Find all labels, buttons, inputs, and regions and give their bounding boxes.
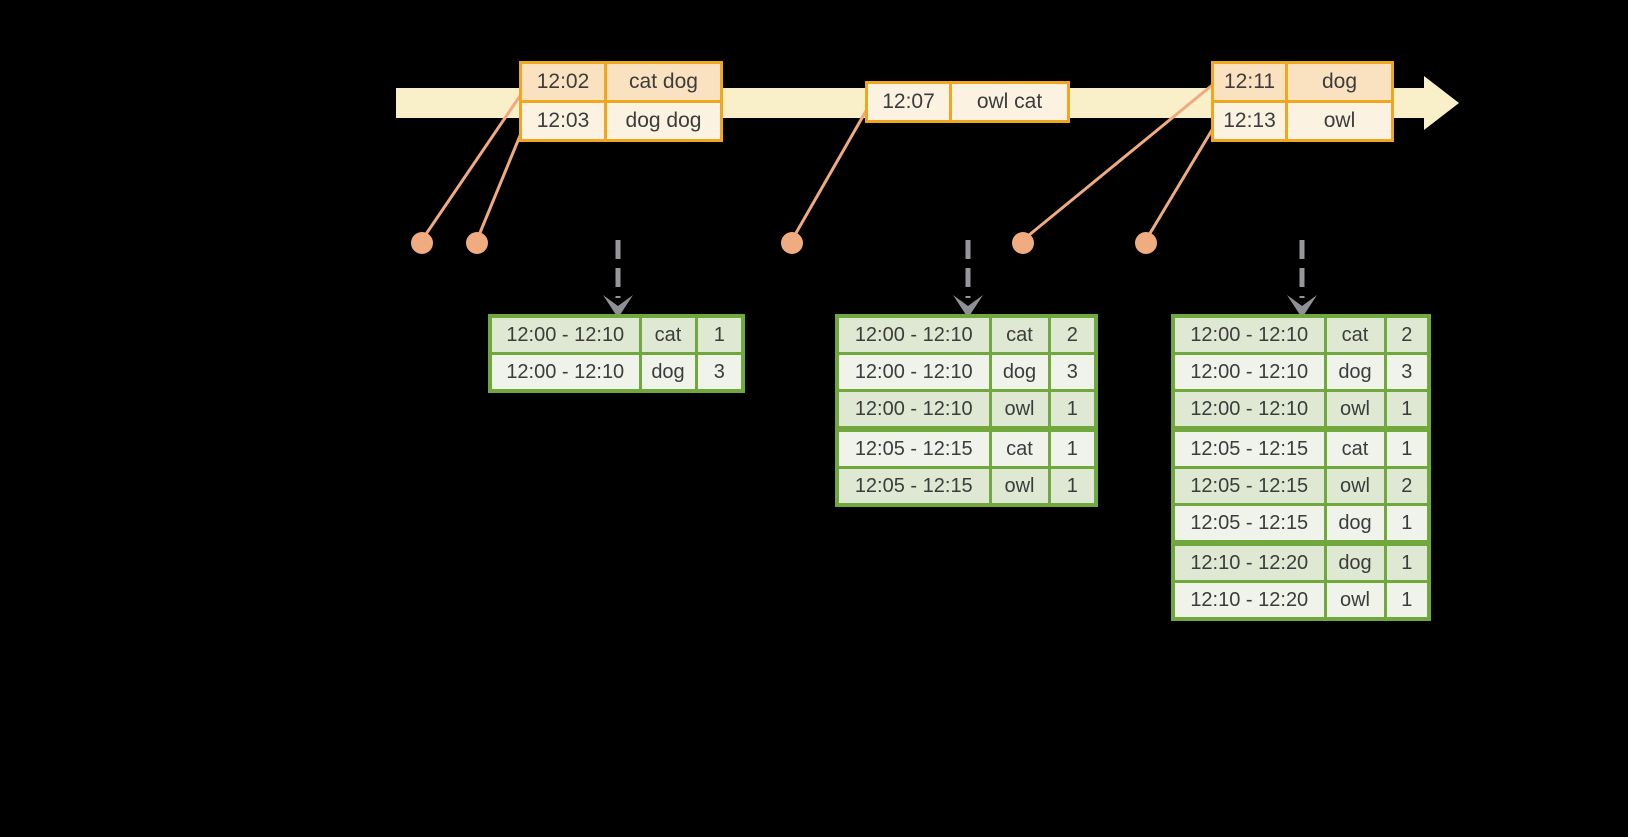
- timeline-arrowhead-icon: [1424, 76, 1459, 130]
- count-cell: 1: [1383, 580, 1431, 621]
- window-cell: 12:00 - 12:10: [1171, 352, 1327, 392]
- word-cell: owl: [1323, 389, 1387, 431]
- trigger-arrows: [603, 240, 1317, 318]
- time-cell: 12:02: [519, 61, 607, 103]
- time-cell: 12:07: [865, 81, 952, 123]
- words-cell: dog: [1285, 61, 1394, 103]
- time-cell: 12:11: [1211, 61, 1288, 103]
- time-cell: 12:03: [519, 100, 607, 142]
- count-cell: 3: [1383, 352, 1431, 392]
- event-dot: [466, 232, 488, 254]
- event-dots: [411, 232, 1157, 254]
- connector-lines: [420, 80, 1218, 242]
- window-cell: 12:00 - 12:10: [835, 314, 992, 355]
- count-cell: 3: [694, 352, 745, 393]
- event-dot: [411, 232, 433, 254]
- count-cell: 2: [1047, 314, 1098, 355]
- window-cell: 12:05 - 12:15: [1171, 426, 1327, 469]
- count-cell: 1: [694, 314, 745, 355]
- time-cell: 12:13: [1211, 100, 1288, 142]
- connector-line: [1144, 123, 1217, 242]
- word-cell: cat: [988, 314, 1051, 355]
- arrowhead-icon: [953, 295, 983, 318]
- window-cell: 12:00 - 12:10: [488, 314, 642, 355]
- window-cell: 12:00 - 12:10: [835, 352, 992, 392]
- word-cell: cat: [1323, 426, 1387, 469]
- count-cell: 2: [1383, 314, 1431, 355]
- count-cell: 1: [1047, 466, 1098, 507]
- word-cell: dog: [1323, 503, 1387, 545]
- words-cell: dog dog: [604, 100, 723, 142]
- arrowhead-icon: [603, 295, 633, 318]
- word-cell: cat: [988, 426, 1051, 469]
- count-cell: 1: [1383, 389, 1431, 431]
- event-dot: [1012, 232, 1034, 254]
- window-cell: 12:05 - 12:15: [1171, 503, 1327, 545]
- word-cell: owl: [988, 389, 1051, 431]
- window-cell: 12:10 - 12:20: [1171, 540, 1327, 583]
- window-cell: 12:00 - 12:10: [835, 389, 992, 431]
- count-cell: 1: [1383, 503, 1431, 545]
- window-cell: 12:10 - 12:20: [1171, 580, 1327, 621]
- count-cell: 1: [1383, 426, 1431, 469]
- word-cell: owl: [988, 466, 1051, 507]
- word-cell: owl: [1323, 466, 1387, 506]
- event-dot: [781, 232, 803, 254]
- connector-line: [475, 124, 526, 242]
- connector-line: [1021, 80, 1218, 242]
- count-cell: 2: [1383, 466, 1431, 506]
- word-cell: dog: [988, 352, 1051, 392]
- connector-line: [790, 102, 872, 242]
- window-cell: 12:00 - 12:10: [1171, 389, 1327, 431]
- count-cell: 3: [1047, 352, 1098, 392]
- arrowhead-icon: [1287, 295, 1317, 318]
- words-cell: owl: [1285, 100, 1394, 142]
- event-dot: [1135, 232, 1157, 254]
- word-cell: owl: [1323, 580, 1387, 621]
- word-cell: dog: [638, 352, 698, 393]
- window-cell: 12:00 - 12:10: [488, 352, 642, 393]
- window-cell: 12:00 - 12:10: [1171, 314, 1327, 355]
- word-cell: cat: [1323, 314, 1387, 355]
- words-cell: cat dog: [604, 61, 723, 103]
- count-cell: 1: [1383, 540, 1431, 583]
- count-cell: 1: [1047, 389, 1098, 431]
- word-cell: dog: [1323, 540, 1387, 583]
- window-cell: 12:05 - 12:15: [835, 466, 992, 507]
- window-cell: 12:05 - 12:15: [835, 426, 992, 469]
- word-cell: dog: [1323, 352, 1387, 392]
- window-cell: 12:05 - 12:15: [1171, 466, 1327, 506]
- word-cell: cat: [638, 314, 698, 355]
- count-cell: 1: [1047, 426, 1098, 469]
- words-cell: owl cat: [949, 81, 1070, 123]
- connector-line: [420, 88, 526, 242]
